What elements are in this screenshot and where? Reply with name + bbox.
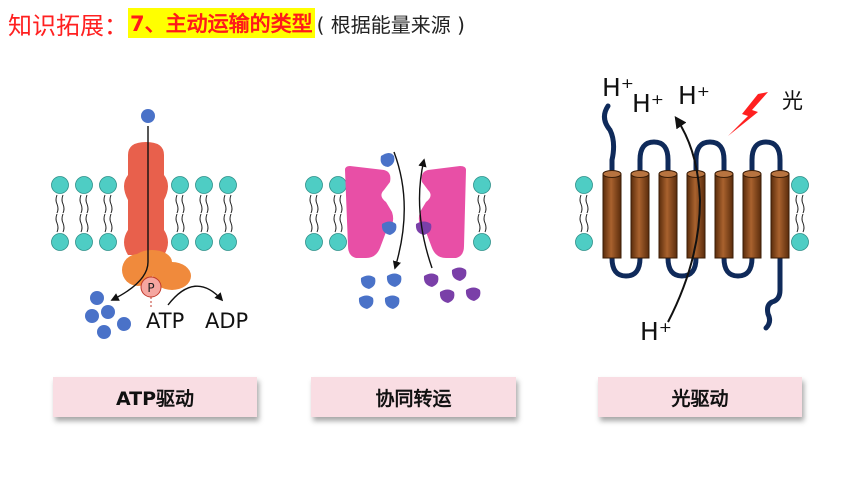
solute-blue-bound	[381, 221, 397, 235]
atp-label: ATP	[146, 309, 184, 333]
lipid-head	[75, 233, 93, 251]
cotransporter-left	[345, 166, 394, 258]
helix-cap	[714, 170, 734, 178]
solute-cluster-blue	[358, 273, 402, 309]
label-cotransport: 协同转运	[311, 377, 516, 417]
helix-cylinder	[742, 173, 762, 259]
helix-cap	[658, 170, 678, 178]
atp-pump	[122, 142, 191, 290]
lipid-tail	[55, 194, 59, 233]
proton-label-3: H⁺	[678, 81, 710, 110]
title-prefix: 知识拓展：	[8, 11, 128, 40]
lipid-tail	[477, 194, 481, 233]
helix-cap	[602, 170, 622, 178]
lipid-head	[75, 176, 93, 194]
lipid-tail	[175, 194, 179, 233]
proton-arrow	[667, 116, 702, 323]
helix-cylinder	[770, 173, 790, 259]
cotransporter-right	[418, 166, 466, 258]
lipid-head	[791, 233, 809, 251]
atp-adp-arrow	[167, 285, 224, 306]
lipid-head	[473, 176, 491, 194]
lipid-tail	[585, 194, 589, 233]
cotransport-arrow-down	[392, 151, 405, 270]
label-atp-driven: ATP驱动	[53, 377, 257, 417]
lipid-tail	[103, 194, 107, 233]
protein-loop	[602, 103, 783, 331]
lipid-tail	[483, 194, 487, 233]
lipid-tail	[61, 194, 65, 233]
lipid-head	[195, 233, 213, 251]
page-title: 知识拓展： 7、主动运输的类型 ( 根据能量来源 )	[8, 8, 465, 40]
cotransporter	[345, 166, 466, 258]
lipid-tail	[109, 194, 113, 233]
adp-label: ADP	[205, 309, 248, 333]
proton-label-2: H⁺	[632, 89, 664, 118]
solute-cluster-purple	[423, 267, 481, 303]
solute-purple-bound	[415, 221, 432, 235]
lipid-tail	[205, 194, 209, 233]
pump-body	[124, 142, 168, 255]
lipid-head	[171, 176, 189, 194]
solute-cluster-atp	[85, 291, 131, 339]
lipid-head	[219, 176, 237, 194]
lipid-head	[195, 176, 213, 194]
lipid-tail	[79, 194, 83, 233]
lipid-tail	[339, 194, 343, 233]
helix-cap	[770, 170, 790, 178]
lipid-head	[99, 176, 117, 194]
lipid-head	[219, 233, 237, 251]
lipid-tail	[801, 194, 805, 233]
lipid-head	[51, 233, 69, 251]
lipid-head	[305, 176, 323, 194]
membrane-atp	[51, 176, 237, 251]
title-highlight: 7、主动运输的类型	[128, 8, 315, 38]
membrane-light	[575, 176, 809, 251]
lipid-tail	[579, 194, 583, 233]
lipid-head	[171, 233, 189, 251]
lipid-head	[329, 176, 347, 194]
membrane-cotransport	[305, 176, 491, 251]
lipid-tail	[795, 194, 799, 233]
lipid-tail	[85, 194, 89, 233]
solute-blue-in	[380, 153, 395, 167]
helix-cap	[742, 170, 762, 178]
label-light-driven: 光驱动	[598, 377, 802, 417]
lipid-tail	[315, 194, 319, 233]
lipid-head	[329, 233, 347, 251]
lipid-tail	[181, 194, 185, 233]
helix-cylinder	[602, 173, 622, 259]
lipid-head	[575, 176, 593, 194]
light-label: 光	[782, 89, 803, 113]
lightning-bolt	[728, 92, 768, 136]
lipid-head	[575, 233, 593, 251]
lipid-head	[473, 233, 491, 251]
transport-arrow	[110, 126, 149, 301]
lipid-head	[51, 176, 69, 194]
lipid-head	[791, 176, 809, 194]
lipid-tail	[229, 194, 233, 233]
helix-cylinder	[630, 173, 650, 259]
solute-top	[141, 109, 155, 123]
proton-label-1: H⁺	[602, 73, 634, 102]
pump-base-mid	[132, 250, 172, 274]
lipid-head	[305, 233, 323, 251]
helix-group	[602, 170, 790, 259]
cotransport-arrow-up	[418, 158, 433, 269]
lipid-tail	[333, 194, 337, 233]
helix-cap	[630, 170, 650, 178]
lipid-tail	[309, 194, 313, 233]
lipid-tail	[223, 194, 227, 233]
phosphate-label: P	[147, 281, 154, 295]
proton-label-bottom: H⁺	[640, 317, 672, 346]
lipid-tail	[199, 194, 203, 233]
title-suffix: ( 根据能量来源 )	[316, 12, 465, 37]
helix-cylinder	[658, 173, 678, 259]
lipid-head	[99, 233, 117, 251]
helix-cylinder	[714, 173, 734, 259]
